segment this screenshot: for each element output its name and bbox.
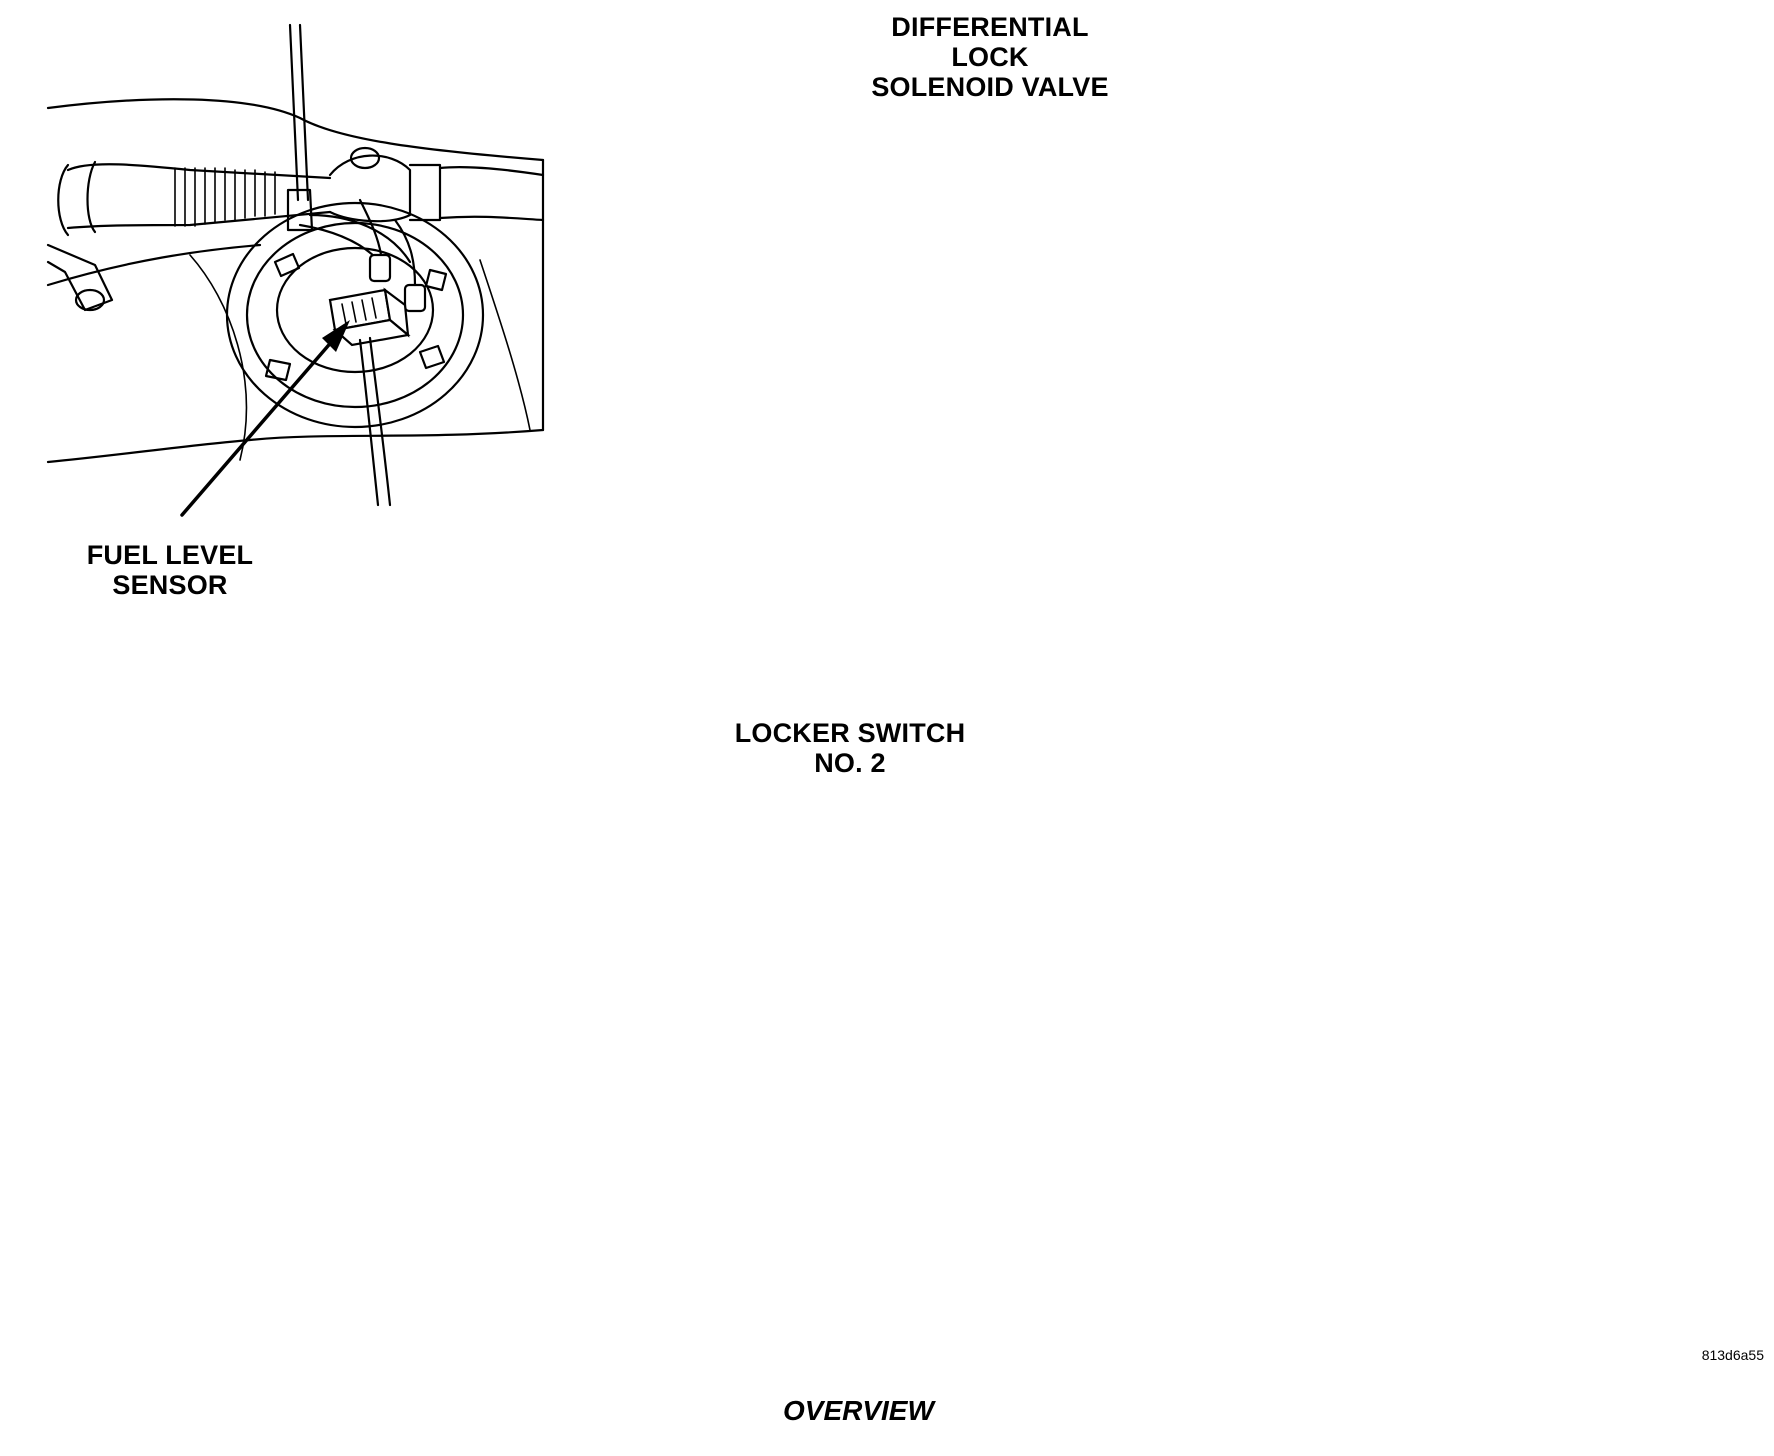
label-line: LOCK	[951, 42, 1029, 72]
label-line: SENSOR	[112, 570, 228, 600]
fuel-level-sensor-label: FUEL LEVEL SENSOR	[50, 540, 290, 600]
fuel-tank-illustration	[46, 23, 545, 517]
label-line: LOCKER SWITCH	[734, 718, 966, 748]
locker-switch-label: LOCKER SWITCH NO. 2	[710, 718, 990, 778]
figure-caption: OVERVIEW	[783, 1395, 934, 1426]
label-line: DIFFERENTIAL	[891, 12, 1089, 42]
label-line: NO. 2	[814, 748, 886, 778]
label-line: SOLENOID VALVE	[871, 72, 1109, 102]
label-line: FUEL LEVEL	[86, 540, 254, 570]
differential-lock-solenoid-valve-label: DIFFERENTIAL LOCK SOLENOID VALVE	[840, 12, 1140, 102]
figure-id: 813d6a55	[1701, 1347, 1764, 1363]
